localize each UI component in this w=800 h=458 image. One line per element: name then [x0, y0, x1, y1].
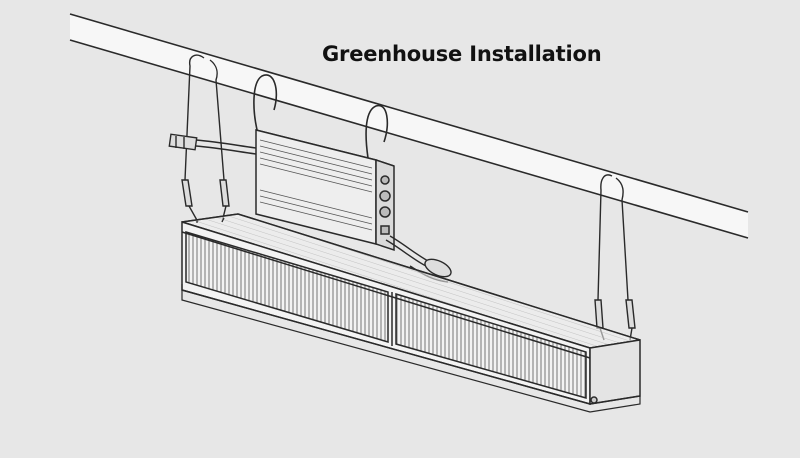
- led-grow-light-bar: [181, 213, 641, 413]
- diagram-title: Greenhouse Installation: [322, 42, 602, 66]
- driver-hanger-loops: [253, 74, 389, 159]
- support-pipe: [69, 13, 749, 239]
- hanger-attachment-left: [196, 217, 225, 223]
- led-driver-box: [255, 129, 395, 252]
- power-cable-left: [168, 133, 257, 155]
